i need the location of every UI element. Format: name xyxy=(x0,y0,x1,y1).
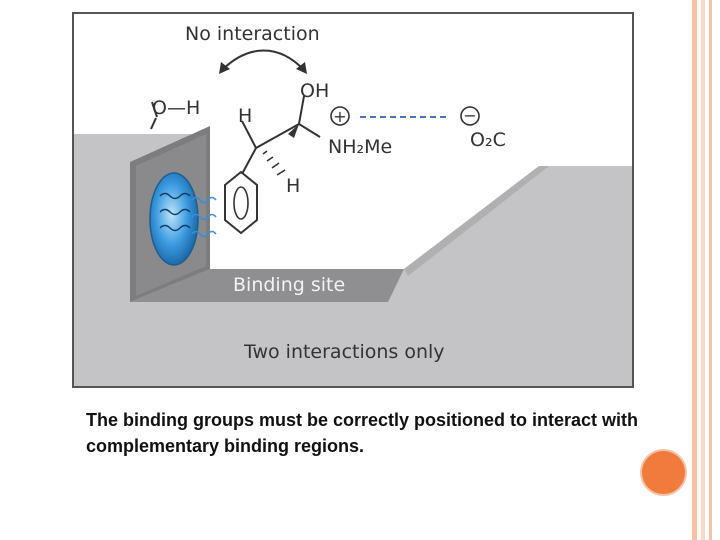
plus-charge-circle xyxy=(330,106,350,126)
upper-hydrogen-label: H xyxy=(238,105,252,127)
minus-charge-circle xyxy=(460,106,480,126)
oxygen-hydrogen-label: O—H xyxy=(152,97,200,119)
van-der-waals-waves xyxy=(191,196,217,238)
hydroxyl-label: OH xyxy=(300,80,329,102)
carboxylate-label: O₂C xyxy=(470,129,506,151)
decorative-stripe-edge xyxy=(709,0,712,540)
receptor-surface xyxy=(74,134,632,386)
figure-caption: The binding groups must be correctly pos… xyxy=(86,410,639,456)
binding-site-label: Binding site xyxy=(233,274,345,296)
diagram-canvas: No interaction O—H H OH + NH₂Me − O₂C H … xyxy=(74,23,632,386)
binding-site-floor xyxy=(130,269,404,302)
molecule-bonds xyxy=(150,95,321,175)
arrow-head-right xyxy=(296,62,307,74)
amine-label: NH₂Me xyxy=(328,136,392,158)
hydrophobic-region xyxy=(149,172,199,266)
no-interaction-label: No interaction xyxy=(185,23,320,45)
no-interaction-arrow xyxy=(221,49,305,71)
accent-dot xyxy=(642,451,685,494)
two-interactions-label: Two interactions only xyxy=(243,341,445,363)
minus-charge-label: − xyxy=(463,106,476,125)
hydrophobic-waves-inner xyxy=(159,192,191,232)
binding-site-diagram: No interaction O—H H OH + NH₂Me − O₂C H … xyxy=(72,12,634,388)
plus-charge-label: + xyxy=(333,107,346,126)
lower-hydrogen-label: H xyxy=(286,175,300,197)
arrow-head-left xyxy=(219,62,230,74)
binding-site-slope xyxy=(404,166,549,276)
decorative-stripe-outer xyxy=(692,0,697,540)
decorative-stripe-inner xyxy=(701,0,705,540)
hashed-bond xyxy=(262,150,286,176)
phenyl-ring xyxy=(224,170,258,235)
wedge-bond xyxy=(288,124,299,138)
